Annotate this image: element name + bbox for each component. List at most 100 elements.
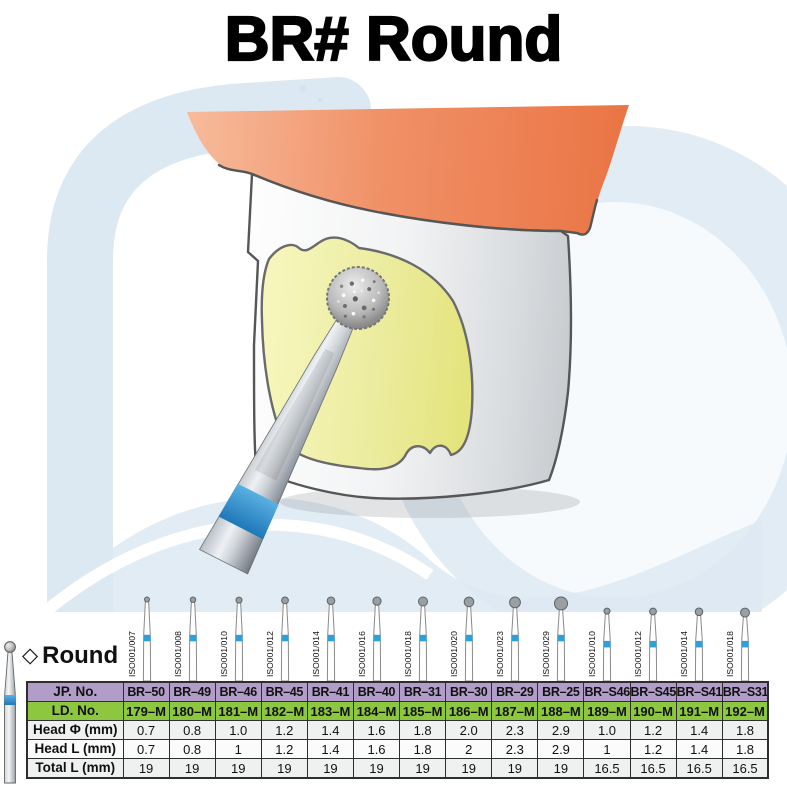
iso-number: ISO001/018 [725, 631, 735, 677]
cell-total_l-1: 19 [168, 758, 216, 779]
bur-head [740, 607, 750, 618]
bur-color-band [281, 634, 289, 642]
bur-column-icon: ISO001/029 [536, 589, 582, 682]
cell-id-7: 186–M [445, 701, 493, 721]
bur-color-band [143, 634, 151, 642]
section-label-text: Round [42, 642, 119, 669]
cell-id-3: 182–M [260, 701, 308, 721]
cell-head_d-7: 2.0 [445, 720, 493, 740]
cell-head_d-0: 0.7 [122, 720, 170, 740]
bur-column-icon: ISO001/023 [490, 589, 536, 682]
bur-head [235, 596, 243, 604]
cell-jp-2: BR–46 [214, 681, 262, 702]
cell-jp-1: BR–49 [168, 681, 216, 702]
cell-total_l-0: 19 [122, 758, 170, 779]
bur-color-band [557, 634, 565, 642]
cell-jp-12: BR–S41 [675, 681, 723, 702]
iso-number: ISO001/016 [357, 631, 367, 677]
bur-head [694, 607, 704, 617]
bur-column-icon: ISO001/010 [214, 589, 260, 682]
bur-head [372, 596, 382, 606]
section-label: ◇ Round [22, 642, 118, 670]
cell-total_l-2: 19 [214, 758, 262, 779]
cell-head_d-4: 1.4 [306, 720, 354, 740]
row-label-total-length: Total L (mm) [26, 758, 124, 779]
bur-column-icon: ISO001/016 [352, 589, 398, 682]
cell-total_l-5: 19 [352, 758, 401, 779]
cell-total_l-9: 19 [537, 758, 585, 779]
cell-head_l-9: 2.9 [537, 739, 585, 759]
bur-shank [556, 608, 566, 682]
iso-number: ISO001/010 [587, 631, 597, 677]
cell-jp-10: BR–S46 [583, 681, 631, 702]
cell-head_l-13: 1.8 [721, 739, 769, 759]
cell-total_l-3: 19 [260, 758, 308, 779]
page-title: BR# Round [224, 4, 564, 75]
bur-color-band [419, 634, 427, 642]
row-label-id: LD. No. [26, 701, 124, 721]
gum-shape [187, 105, 629, 235]
cell-jp-6: BR–31 [399, 681, 447, 702]
bur-column-icon: ISO001/014 [674, 589, 720, 682]
diamond-bur [199, 266, 390, 575]
bur-column-icon: ISO001/007 [122, 589, 168, 682]
bur-shank [326, 603, 336, 682]
bur-color-band [4, 695, 16, 705]
bur-color-band [235, 634, 243, 642]
cell-head_l-1: 0.8 [168, 739, 216, 759]
cell-total_l-12: 16.5 [675, 758, 723, 779]
bur-shank [510, 606, 520, 682]
cell-head_l-2: 1 [214, 739, 262, 759]
bur-column-icon: ISO001/020 [444, 589, 490, 682]
cell-head_d-13: 1.8 [721, 720, 769, 740]
cell-jp-8: BR–29 [491, 681, 539, 702]
bur-color-band [465, 634, 473, 642]
round-bur-icon [4, 641, 16, 784]
bur-column-icon: ISO001/018 [720, 589, 766, 682]
cell-head_l-5: 1.6 [352, 739, 401, 759]
bur-color-band [327, 634, 335, 642]
bur-color-band [603, 640, 611, 648]
cell-total_l-13: 16.5 [721, 758, 769, 779]
cell-jp-7: BR–30 [445, 681, 493, 702]
bur-color-band [741, 640, 749, 648]
cell-head_d-8: 2.3 [491, 720, 539, 740]
cell-jp-9: BR–25 [537, 681, 585, 702]
cell-id-12: 191–M [675, 701, 723, 721]
cell-id-11: 190–M [629, 701, 677, 721]
cell-id-6: 185–M [399, 701, 447, 721]
bur-color-band [511, 634, 519, 642]
cell-jp-5: BR–40 [352, 681, 401, 702]
bur-color-band [189, 634, 197, 642]
iso-number: ISO001/014 [679, 631, 689, 677]
cell-jp-4: BR–41 [306, 681, 354, 702]
bur-shank [372, 603, 382, 682]
iso-number: ISO001/008 [173, 631, 183, 677]
cell-jp-3: BR–45 [260, 681, 308, 702]
cell-total_l-7: 19 [445, 758, 493, 779]
bur-head [649, 607, 657, 616]
bur-head [189, 596, 197, 603]
bur-color-band [373, 634, 381, 642]
bur-column-icon: ISO001/014 [306, 589, 352, 682]
bur-head-grit [336, 278, 380, 319]
cell-total_l-10: 16.5 [583, 758, 631, 779]
iso-number: ISO001/010 [219, 631, 229, 677]
cell-head_d-12: 1.4 [675, 720, 723, 740]
cell-head_l-10: 1 [583, 739, 631, 759]
cell-total_l-4: 19 [306, 758, 354, 779]
bur-head [554, 596, 568, 611]
cell-head_d-6: 1.8 [399, 720, 447, 740]
bur-column-icon: ISO001/012 [260, 589, 306, 682]
cell-jp-0: BR–50 [122, 681, 170, 702]
bur-color-band [695, 640, 703, 648]
cell-head_d-1: 0.8 [168, 720, 216, 740]
diamond-icon: ◇ [22, 643, 39, 667]
cell-head_d-9: 2.9 [537, 720, 585, 740]
iso-number: ISO001/023 [495, 631, 505, 677]
cell-head_d-3: 1.2 [260, 720, 308, 740]
